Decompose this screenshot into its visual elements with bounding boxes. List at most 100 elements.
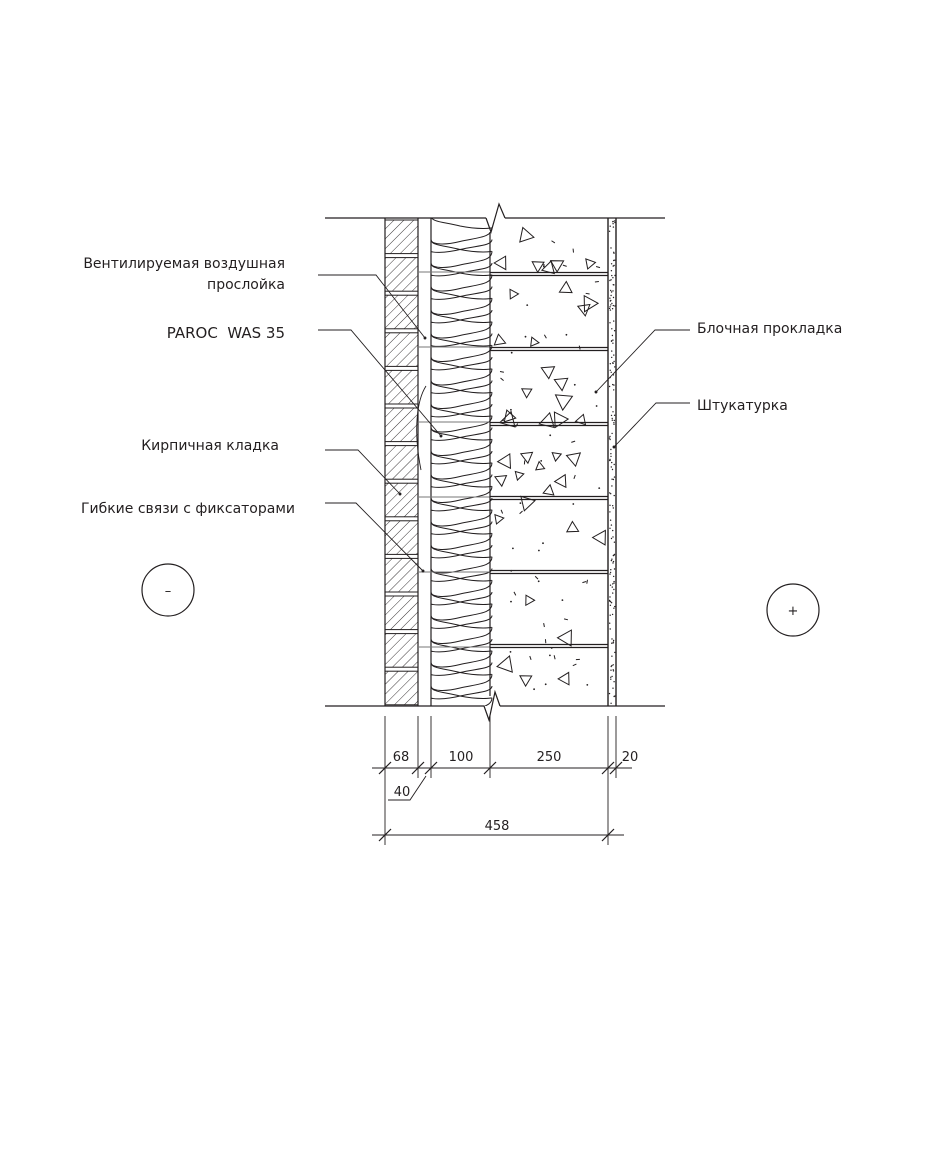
aggregate-stone (555, 475, 566, 488)
label-brickwork: Кирпичная кладка (141, 438, 279, 454)
brick (385, 558, 418, 592)
aggregate-stone (520, 676, 532, 686)
plaster-dot (614, 464, 615, 465)
aggregate-dot (566, 334, 568, 336)
plaster-dot (609, 386, 610, 387)
aggregate-stone (522, 389, 532, 398)
plaster-dot (610, 300, 611, 301)
brick (385, 446, 418, 480)
aggregate-chip (564, 619, 568, 620)
aggregate-dot (510, 409, 512, 411)
plaster-dot (610, 677, 611, 678)
aggregate-stone (495, 476, 507, 487)
plaster-dot (611, 372, 612, 373)
plaster-dot (613, 226, 614, 227)
aggregate-chip (596, 267, 600, 268)
plaster-dot (611, 676, 612, 677)
plaster-dot (611, 350, 612, 351)
aggregate-dot (549, 655, 551, 657)
plaster-dot (610, 679, 611, 680)
aggregate-stone (521, 452, 533, 463)
plaster-dot (609, 298, 610, 299)
plaster-dot (609, 623, 610, 624)
aggregate-stone (552, 453, 561, 462)
plaster-dot (611, 524, 612, 525)
brick (385, 634, 418, 668)
insulation-loop (431, 710, 492, 746)
break-mark-bottom (484, 692, 500, 720)
plaster-dot (614, 695, 615, 696)
brick (385, 671, 418, 705)
plaster-dot (610, 605, 611, 606)
aggregate-dot (538, 550, 540, 552)
plaster-dot (611, 643, 612, 644)
aggregate-chip (573, 664, 577, 666)
plaster-dot (613, 354, 614, 355)
leader-plaster (614, 403, 690, 447)
plaster-dot (613, 422, 614, 423)
plaster-dot (614, 476, 615, 477)
plaster-dot (612, 562, 613, 563)
aggregate-stone (576, 414, 586, 424)
plaster-dot (609, 596, 610, 597)
concrete-aggregate (494, 228, 605, 691)
aggregate-stone (578, 305, 590, 316)
aggregate-stone (558, 630, 572, 646)
aggregate-chip (571, 441, 575, 442)
aggregate-dot (572, 503, 574, 505)
plaster-dot (610, 370, 611, 371)
aggregate-stone (556, 395, 573, 410)
aggregate-stone (554, 378, 567, 390)
aggregate-stone (500, 412, 515, 427)
plaster-dot (609, 308, 610, 309)
plaster-dot (610, 226, 611, 227)
plaster-dot (609, 280, 610, 281)
insulation-loop (431, 216, 492, 252)
aggregate-stone (531, 337, 539, 346)
plaster-dot (613, 582, 614, 583)
plaster-dot (612, 411, 613, 412)
plaster-dot (610, 290, 611, 291)
aggregate-stone (541, 367, 554, 379)
aggregate-chip (582, 581, 586, 582)
brick-layer (385, 218, 418, 706)
aggregate-chip (563, 265, 567, 266)
plaster-dot (612, 343, 613, 344)
aggregate-stone (510, 289, 519, 299)
aggregate-dot (526, 304, 528, 306)
plaster-dot (609, 511, 610, 512)
plaster-layer (609, 218, 616, 706)
plaster-dot (613, 561, 614, 562)
plaster-dot (613, 640, 614, 641)
plaster-dot (611, 341, 612, 342)
aggregate-dot (598, 487, 600, 489)
plaster-dot (609, 306, 610, 307)
dim-plaster: 20 (622, 750, 639, 765)
plaster-dot (609, 231, 610, 232)
label-ties: Гибкие связи с фиксаторами (81, 501, 295, 517)
plaster-dot (611, 559, 612, 560)
label-insulation: PAROC WAS 35 (167, 324, 285, 342)
plaster-dot (612, 290, 613, 291)
aggregate-stone (543, 485, 554, 495)
aggregate-dot (551, 647, 553, 649)
plaster-dot (610, 309, 611, 310)
aggregate-dot (549, 434, 551, 436)
block-layer (490, 218, 608, 706)
plaster-dot (609, 693, 610, 694)
aggregate-dot (512, 548, 514, 550)
plaster-dot (612, 362, 613, 363)
dim-brick: 68 (393, 750, 410, 765)
plaster-dot (611, 466, 612, 467)
plaster-dot (611, 538, 612, 539)
plaster-dot (612, 583, 613, 584)
plaster-dot (611, 665, 612, 666)
aggregate-stone (495, 515, 504, 524)
aggregate-dot (542, 542, 544, 544)
aggregate-stone (567, 453, 581, 466)
plaster-dot (610, 572, 611, 573)
aggregate-dot (540, 460, 542, 462)
leader-insulation (318, 330, 441, 436)
aggregate-dot (510, 651, 512, 653)
